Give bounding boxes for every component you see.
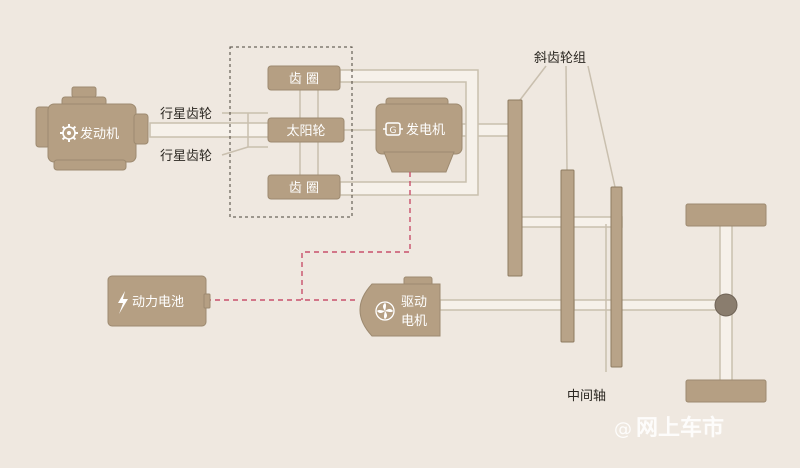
wheel-top xyxy=(685,203,767,227)
planetary-gear-set-boundary xyxy=(229,46,353,218)
ring-gear-bottom xyxy=(267,174,341,200)
watermark-text: 网上车市 xyxy=(636,415,724,441)
engine-output-shaft xyxy=(149,122,273,138)
engine: 发动机 xyxy=(35,86,149,171)
helical-gear-1 xyxy=(507,99,523,277)
lightning-icon xyxy=(118,291,128,314)
drive-motor-label-line2: 电机 xyxy=(401,314,427,329)
ring-gear-top-label: 齿 圈 xyxy=(289,72,319,87)
battery: 动力电池 xyxy=(107,275,211,327)
motor-output-shaft xyxy=(439,299,563,311)
battery-label: 动力电池 xyxy=(132,295,184,310)
sun-gear-label: 太阳轮 xyxy=(286,124,325,139)
generator: G 发电机 xyxy=(375,97,463,173)
helical-gear-2 xyxy=(560,169,575,343)
planetary-links xyxy=(221,65,616,372)
engine-label: 发动机 xyxy=(80,126,119,142)
planetary-gear-set: 齿 圈 太阳轮 齿 圈 行星齿轮 行星齿轮 xyxy=(160,65,345,200)
ring-gear-bottom-label: 齿 圈 xyxy=(289,181,319,196)
gear-icon xyxy=(60,124,78,142)
wheel-bottom xyxy=(685,379,767,403)
planet-gear-bottom-label: 行星齿轮 xyxy=(160,149,212,164)
countershaft-to-axle xyxy=(573,299,727,311)
ring-gear-top xyxy=(267,65,341,91)
drive-motor-label-line1: 驱动 xyxy=(401,295,427,310)
helical-gear-set-label: 斜齿轮组 xyxy=(534,51,586,66)
generator-icon: G xyxy=(383,122,403,136)
fan-icon xyxy=(375,301,395,321)
helical-gear-set: 斜齿轮组 xyxy=(507,51,623,368)
differential xyxy=(714,293,738,317)
axle xyxy=(685,203,767,403)
svg-text:G: G xyxy=(390,126,397,136)
electric-links xyxy=(206,172,411,301)
generator-label: 发电机 xyxy=(406,122,445,138)
generator-to-motor-link xyxy=(301,172,411,300)
planet-gear-top-label: 行星齿轮 xyxy=(160,107,212,122)
watermark-at: @ xyxy=(614,419,632,440)
sun-gear xyxy=(267,117,345,143)
drive-motor: 驱动 电机 xyxy=(359,276,441,337)
countershaft-label: 中间轴 xyxy=(567,389,606,404)
watermark: @ 网上车市 xyxy=(614,415,724,441)
helical-gear-3 xyxy=(610,186,623,368)
